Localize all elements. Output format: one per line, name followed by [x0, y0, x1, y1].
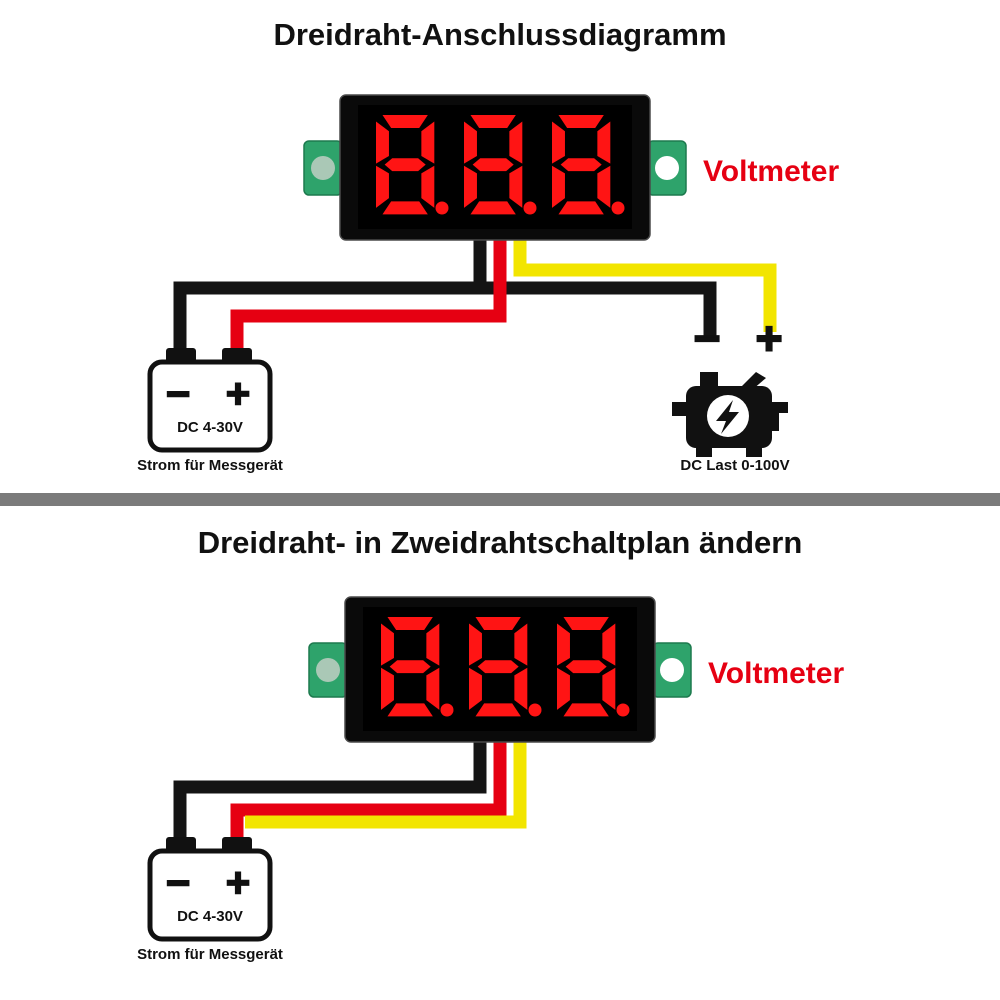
top-battery-voltage-label: DC 4-30V: [177, 419, 243, 436]
top-battery-caption: Strom für Messgerät: [137, 457, 283, 474]
section-divider: [0, 493, 1000, 506]
bottom-power-wire-red: [230, 742, 507, 845]
top-battery-minus-sign: −: [166, 370, 191, 417]
bottom-ground-wire-black: [173, 742, 487, 845]
top-voltmeter-module: 8.8.8.: [304, 95, 686, 240]
bottom-battery-caption: Strom für Messgerät: [137, 946, 283, 963]
bottom-battery-voltage-label: DC 4-30V: [177, 908, 243, 925]
top-power-wire-red: [230, 240, 507, 358]
top-load-group: − + DC Last 0-100V: [672, 311, 790, 474]
bottom-battery-icon: − + DC 4-30V Strom für Messgerät: [137, 837, 283, 963]
top-battery-icon: − + DC 4-30V Strom für Messgerät: [137, 348, 283, 474]
bottom-voltmeter-label: Voltmeter: [708, 657, 844, 690]
top-load-plus-sign: +: [756, 312, 783, 364]
top-sense-wire-yellow: [513, 240, 777, 332]
bottom-diagram-title: Dreidraht- in Zweidrahtschaltplan ändern: [198, 525, 803, 560]
bottom-sense-wire-yellow: [245, 742, 527, 829]
top-battery-plus-sign: +: [226, 370, 251, 417]
bottom-battery-plus-sign: +: [226, 859, 251, 906]
top-diagram: Dreidraht-Anschlussdiagramm 8.8.8. Voltm…: [137, 17, 839, 474]
bottom-battery-minus-sign: −: [166, 859, 191, 906]
bottom-diagram: Dreidraht- in Zweidrahtschaltplan ändern…: [137, 525, 844, 963]
lightning-bolt-icon: [716, 400, 739, 434]
bottom-voltmeter-module: 8.8.8.: [309, 597, 691, 742]
top-load-caption: DC Last 0-100V: [680, 457, 789, 474]
top-ground-wire-black: [173, 240, 717, 358]
top-voltmeter-label: Voltmeter: [703, 155, 839, 188]
motor-icon: [672, 372, 788, 457]
top-diagram-title: Dreidraht-Anschlussdiagramm: [273, 17, 726, 52]
top-load-minus-sign: −: [694, 312, 721, 364]
